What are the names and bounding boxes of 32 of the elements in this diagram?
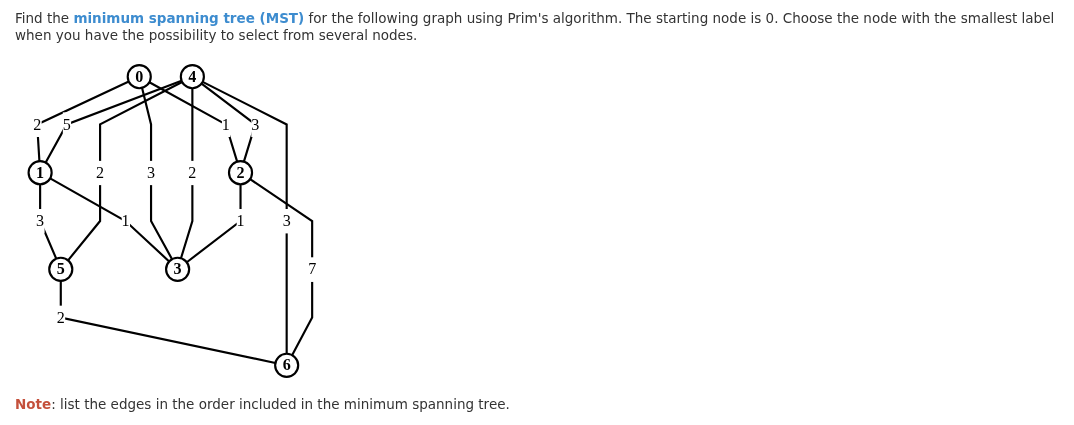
connector — [140, 87, 173, 260]
node-circle: 2 — [227, 160, 254, 186]
edge-label: 3 — [147, 163, 156, 182]
node-circle: 4 — [179, 64, 205, 90]
edge-label: 1 — [121, 212, 130, 230]
node-circle: 6 — [274, 352, 300, 378]
edge-label: 3 — [282, 212, 291, 230]
question-text: Find the minimum spanning tree (MST) for the following graph using Prim's algorithm. The starting node is 0. Choose the node with the smallest label when you have the possibility to select from several nodes. — [15, 10, 1055, 44]
note-text: Note: list the edges in the order included in the minimum spanning tree. — [15, 396, 511, 413]
node-circle: 5 — [48, 256, 74, 282]
connector — [249, 178, 314, 356]
edge-label: 2 — [96, 163, 105, 182]
edge-label: 1 — [221, 115, 230, 133]
edge-label: 3 — [251, 115, 260, 133]
edge-label: 5 — [62, 115, 71, 133]
edge-label: 1 — [236, 212, 245, 230]
connector — [186, 184, 242, 264]
edge-label: 3 — [36, 212, 45, 230]
connector — [36, 80, 130, 162]
node-circle: 0 — [126, 64, 152, 90]
connector — [49, 177, 170, 263]
connector — [67, 81, 183, 261]
edge-label: 2 — [188, 163, 197, 182]
edge-label: 2 — [33, 115, 42, 133]
connector — [202, 80, 288, 354]
edge-label: 2 — [56, 308, 65, 326]
connector — [148, 81, 239, 162]
connector — [44, 79, 182, 164]
edge-label: 7 — [308, 260, 317, 278]
node-circle: 1 — [27, 160, 53, 186]
node-circle: 3 — [165, 256, 191, 282]
connector — [59, 280, 276, 364]
